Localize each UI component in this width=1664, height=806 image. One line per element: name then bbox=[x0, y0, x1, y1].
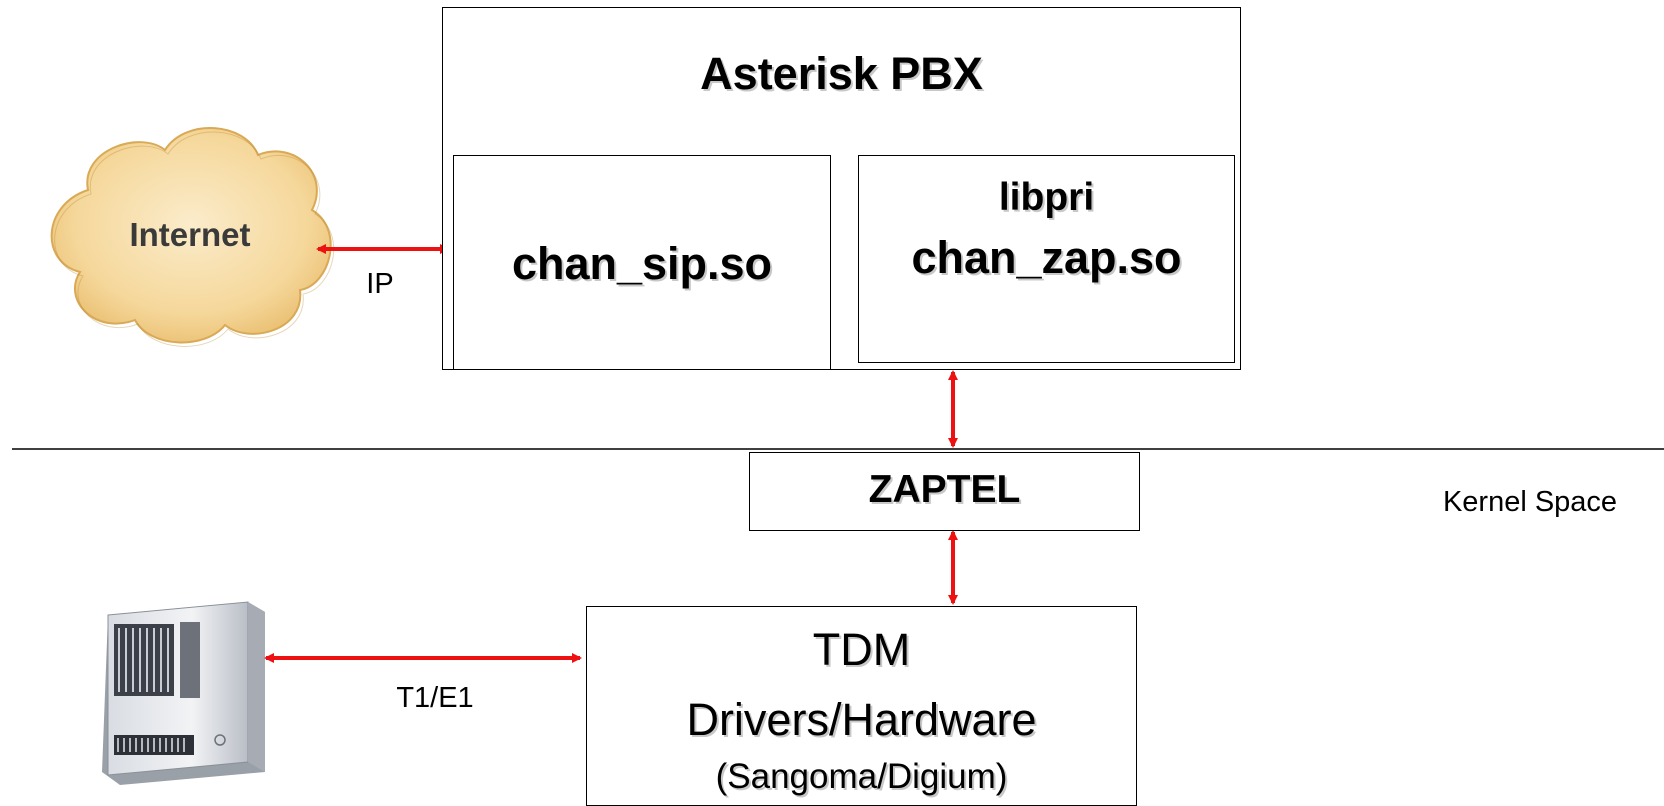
internet-cloud-icon bbox=[50, 127, 335, 347]
chan-sip-label: chan_sip.so bbox=[511, 238, 773, 289]
chan-zap-box bbox=[858, 155, 1235, 363]
kernel-space-label: Kernel Space bbox=[1442, 486, 1618, 518]
ip-link-label: IP bbox=[366, 268, 394, 300]
internet-label: Internet bbox=[129, 216, 251, 253]
tdm-label: TDM bbox=[812, 624, 911, 675]
libpri-label: libpri bbox=[998, 176, 1095, 219]
tdm-vendors-label: (Sangoma/Digium) bbox=[715, 757, 1008, 796]
zaptel-box bbox=[749, 452, 1140, 531]
chan-zap-label: chan_zap.so bbox=[911, 232, 1182, 283]
t1e1-link-label: T1/E1 bbox=[396, 682, 474, 714]
chan-sip-box bbox=[453, 155, 831, 370]
tdm-box bbox=[586, 606, 1137, 806]
telco-server-icon bbox=[102, 601, 265, 785]
asterisk-pbx-title: Asterisk PBX bbox=[700, 48, 983, 99]
tdm-drivers-label: Drivers/Hardware bbox=[686, 694, 1037, 745]
zaptel-label: ZAPTEL bbox=[868, 468, 1021, 511]
